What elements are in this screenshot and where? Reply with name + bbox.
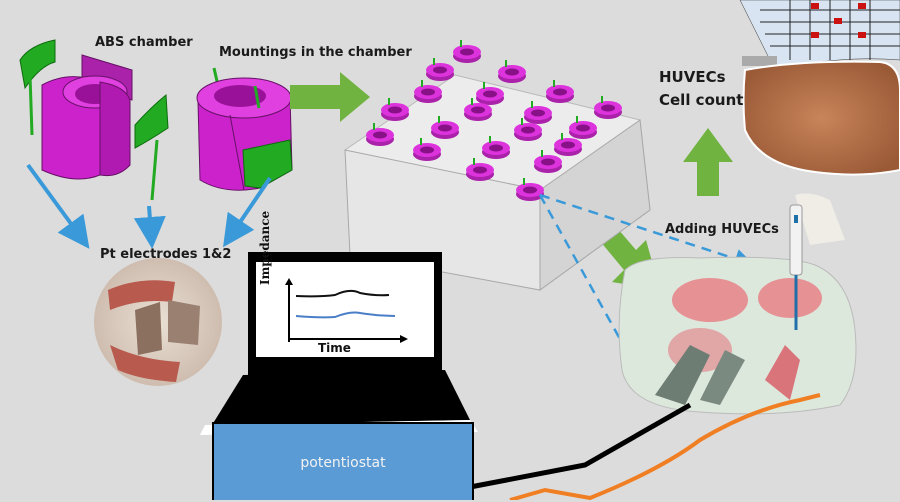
array-ring-mount	[431, 116, 459, 139]
black-cable	[464, 402, 692, 491]
cell-count-label: Cell count	[659, 91, 744, 109]
mounting-assembled	[196, 67, 293, 191]
array-ring-mount	[476, 82, 504, 105]
series-lower-line	[295, 311, 396, 319]
potentiostat-box: potentiostat	[212, 422, 474, 500]
array-ring-mount	[498, 60, 526, 83]
array-ring-mount	[426, 58, 454, 81]
array-ring-mount	[524, 101, 552, 124]
array-ring-mount	[534, 150, 562, 173]
orange-cable	[509, 393, 821, 500]
array-ring-mount	[546, 80, 574, 103]
electrode-photo	[94, 258, 222, 386]
adding-huvecs-label: Adding HUVECs	[665, 222, 779, 237]
array-ring-mount	[569, 116, 597, 139]
abs-chamber-exploded	[19, 39, 169, 201]
array-ring-mount	[464, 98, 492, 121]
green-arrow-right	[290, 72, 370, 122]
well-plate-photo	[618, 193, 857, 415]
pt-electrodes-label: Pt electrodes 1&2	[100, 247, 232, 262]
array-ring-mount	[413, 138, 441, 161]
array-ring-mount	[554, 133, 582, 156]
array-ring-mount	[366, 123, 394, 146]
screen-ylabel: Impedance	[258, 210, 272, 285]
abs-chamber-label: ABS chamber	[95, 35, 193, 50]
array-ring-mount	[516, 178, 544, 201]
array-ring-mount	[466, 158, 494, 181]
series-upper-line	[295, 289, 390, 298]
mountings-label: Mountings in the chamber	[219, 45, 412, 60]
blue-arrows-to-electrodes	[26, 163, 272, 249]
array-ring-mount	[414, 80, 442, 103]
huvecs-label-line1: HUVECs	[659, 68, 726, 86]
array-ring-mount	[381, 98, 409, 121]
array-ring-mount	[514, 118, 542, 141]
array-ring-mount	[453, 40, 481, 63]
cell-count-photo	[739, 0, 900, 176]
screen-xlabel: Time	[318, 341, 351, 355]
array-ring-mount	[482, 136, 510, 159]
chamber-array	[344, 40, 651, 291]
array-ring-mount	[594, 96, 622, 119]
green-arrow-up	[683, 128, 733, 196]
